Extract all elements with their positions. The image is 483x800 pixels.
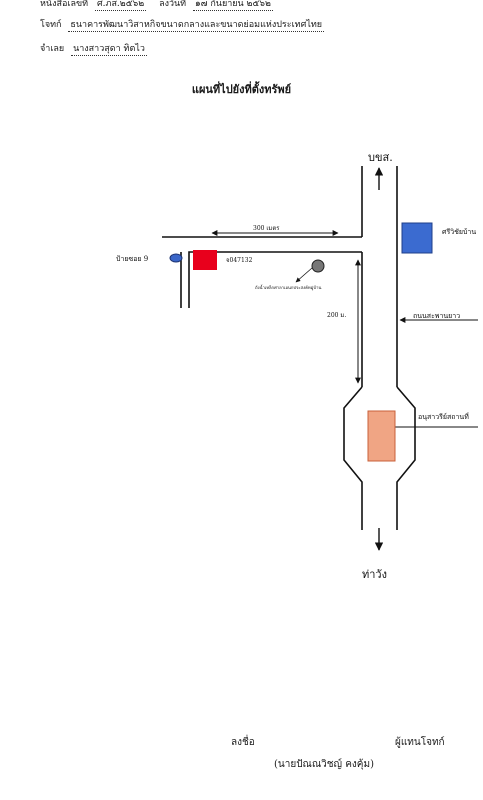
landmark-circle-icon [311, 259, 325, 273]
south-label: ท่าวัง [362, 568, 387, 581]
header-label-2: โจทก์ [40, 20, 62, 30]
landmark-label: ถังน้ำเหล็กศาลาเอนกประสงค์หมู่บ้าน [255, 284, 321, 291]
main-road [343, 166, 416, 530]
page-title: แผนที่ไปยังที่ตั้งทรัพย์ [191, 83, 292, 96]
temple-label: ศรีวิชัยบ้าน [442, 228, 476, 236]
monument-label: อนุสาวรีย์สถานที่ [418, 412, 469, 421]
header-label-1: หนังสือเลขที่ [40, 0, 89, 9]
lane-sign-icon [169, 253, 183, 263]
header-value-2: ธนาคารพัฒนาวิสาหกิจขนาดกลางและขนาดย่อมแห… [68, 17, 325, 32]
signature-label: ลงชื่อ [231, 737, 255, 748]
parcel-number-label: จ047132 [226, 257, 253, 264]
red-parcel-marker [193, 250, 217, 270]
blue-building-marker [401, 222, 433, 254]
header-label-3: จำเลย [40, 44, 65, 54]
signature-role: ผู้แทนโจทก์ [395, 737, 445, 748]
header-value-1: ศ.ภส.๒๕๖๒ [94, 0, 147, 11]
landmark-pointer-arrow [295, 267, 313, 283]
side-lane [162, 236, 362, 308]
north-label: บขส. [368, 151, 393, 164]
distance-side-label: 200 ม. [327, 312, 346, 319]
road-name-label: ถนนสะพานยาว [413, 312, 460, 320]
header-value-1b: ๑๗ กันยายน ๒๕๖๒ [193, 0, 273, 11]
header-value-3: นางสาวสุดา ทิตไว [71, 41, 147, 56]
lane-sign-label: ป้ายซอย 9 [116, 255, 148, 263]
header-label-1b: ลงวันที่ [159, 0, 187, 9]
signature-name: (นายปัณณวิชญ์ คงคุ้ม) [274, 759, 374, 770]
header-line-3: จำเลย นางสาวสุดา ทิตไว [40, 41, 147, 56]
orange-monument-marker [367, 410, 396, 462]
header-line-2: โจทก์ ธนาคารพัฒนาวิสาหกิจขนาดกลางและขนาด… [40, 17, 325, 32]
header-line-1: หนังสือเลขที่ ศ.ภส.๒๕๖๒ ลงวันที่ ๑๗ กันย… [40, 0, 273, 11]
distance-top-label: 300 เมตร [253, 225, 280, 232]
